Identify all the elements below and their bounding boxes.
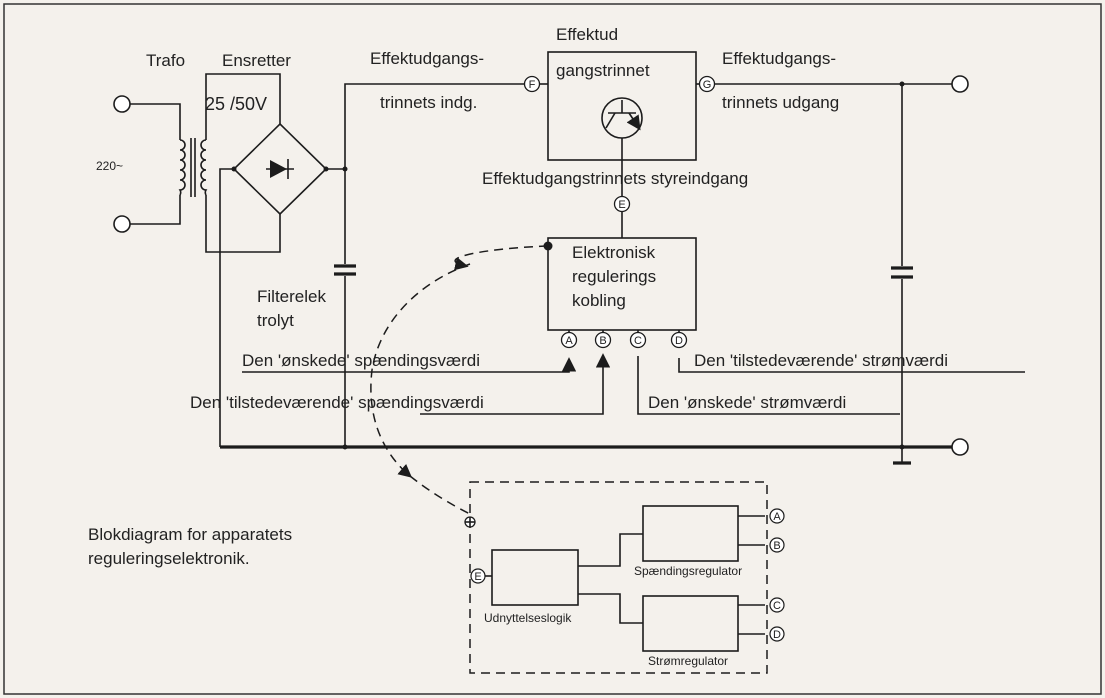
desired-current-label: Den 'ønskede' strømværdi [648, 393, 846, 412]
diode-symbol [270, 160, 287, 178]
stage-label-line2: gangstrinnet [556, 61, 650, 80]
reg-label-line2: regulerings [572, 267, 656, 286]
reg-label-line3: kobling [572, 291, 626, 310]
rectifier-bridge [219, 122, 345, 447]
filter-label-line2: trolyt [257, 311, 294, 330]
terminal-c [629, 331, 647, 349]
secondary-coil [200, 139, 208, 196]
output-capacitor [891, 81, 913, 465]
dashed-arrow-curve [370, 263, 471, 478]
output-terminal-bottom [951, 438, 969, 456]
control-input-label: Effektudgangstrinnets styreindgang [482, 169, 748, 188]
trafo-label: Trafo [146, 51, 185, 70]
detail-terminal-c [769, 597, 785, 613]
voltage-regulator-block [642, 505, 739, 562]
actual-current-label: Den 'tilstedeværende' strømværdi [694, 351, 948, 370]
terminal-b [594, 331, 612, 349]
current-regulator-block [642, 595, 739, 652]
voltage-rating-label: 25 /50V [205, 94, 267, 114]
ensretter-label: Ensretter [222, 51, 291, 70]
terminal-a [560, 331, 578, 349]
mains-terminal-bottom [113, 215, 131, 233]
actual-voltage-label: Den 'tilstedeværende' spændingsværdi [190, 393, 484, 412]
svg-text:E: E [474, 571, 481, 583]
caption-line2: reguleringselektronik. [88, 549, 250, 568]
desired-voltage-label: Den 'ønskede' spændingsværdi [242, 351, 480, 370]
svg-text:E: E [618, 199, 625, 211]
detail-terminal-d [769, 626, 785, 642]
svg-text:A: A [773, 511, 781, 523]
output-label-line1: Effektudgangs- [722, 49, 836, 68]
dashed-arrow-left [453, 245, 549, 271]
outer-frame [3, 3, 1102, 695]
svg-text:G: G [703, 79, 712, 91]
mains-terminal-top [113, 95, 131, 113]
transformer [113, 73, 281, 253]
svg-text:C: C [773, 600, 781, 612]
svg-text:B: B [599, 335, 606, 347]
primary-coil [178, 139, 186, 196]
terminal-d [670, 331, 688, 349]
caption-line1: Blokdiagram for apparatets [88, 525, 292, 544]
svg-text:D: D [773, 629, 781, 641]
svg-text:D: D [675, 335, 683, 347]
mains-voltage-label: 220~ [96, 159, 123, 173]
svg-text:F: F [529, 79, 536, 91]
filter-label-line1: Filterelek [257, 287, 326, 306]
input-label-line2: trinnets indg. [380, 93, 477, 112]
detail-terminal-b [769, 537, 785, 553]
terminal-f [523, 75, 541, 93]
regulation-terminals: A B C D [560, 330, 688, 349]
svg-text:C: C [634, 335, 642, 347]
terminal-e-top [613, 195, 631, 213]
stage-label-line1: Effektud [556, 25, 618, 44]
dashed-arrow-to-detail [409, 475, 471, 515]
current-regulator-label: Strømregulator [648, 654, 728, 668]
input-label-line1: Effektudgangs- [370, 49, 484, 68]
logic-label: Udnyttelseslogik [484, 611, 572, 625]
reg-label-line1: Elektronisk [572, 243, 656, 262]
output-terminal-top [951, 75, 969, 93]
output-label-line2: trinnets udgang [722, 93, 839, 112]
detail-terminal-a [769, 508, 785, 524]
logic-block [491, 549, 579, 606]
filter-capacitor [334, 264, 356, 450]
svg-text:B: B [773, 540, 780, 552]
voltage-regulator-label: Spændingsregulator [634, 564, 742, 578]
detail-block-diagram: E A B C D [464, 481, 785, 674]
svg-text:A: A [565, 335, 573, 347]
